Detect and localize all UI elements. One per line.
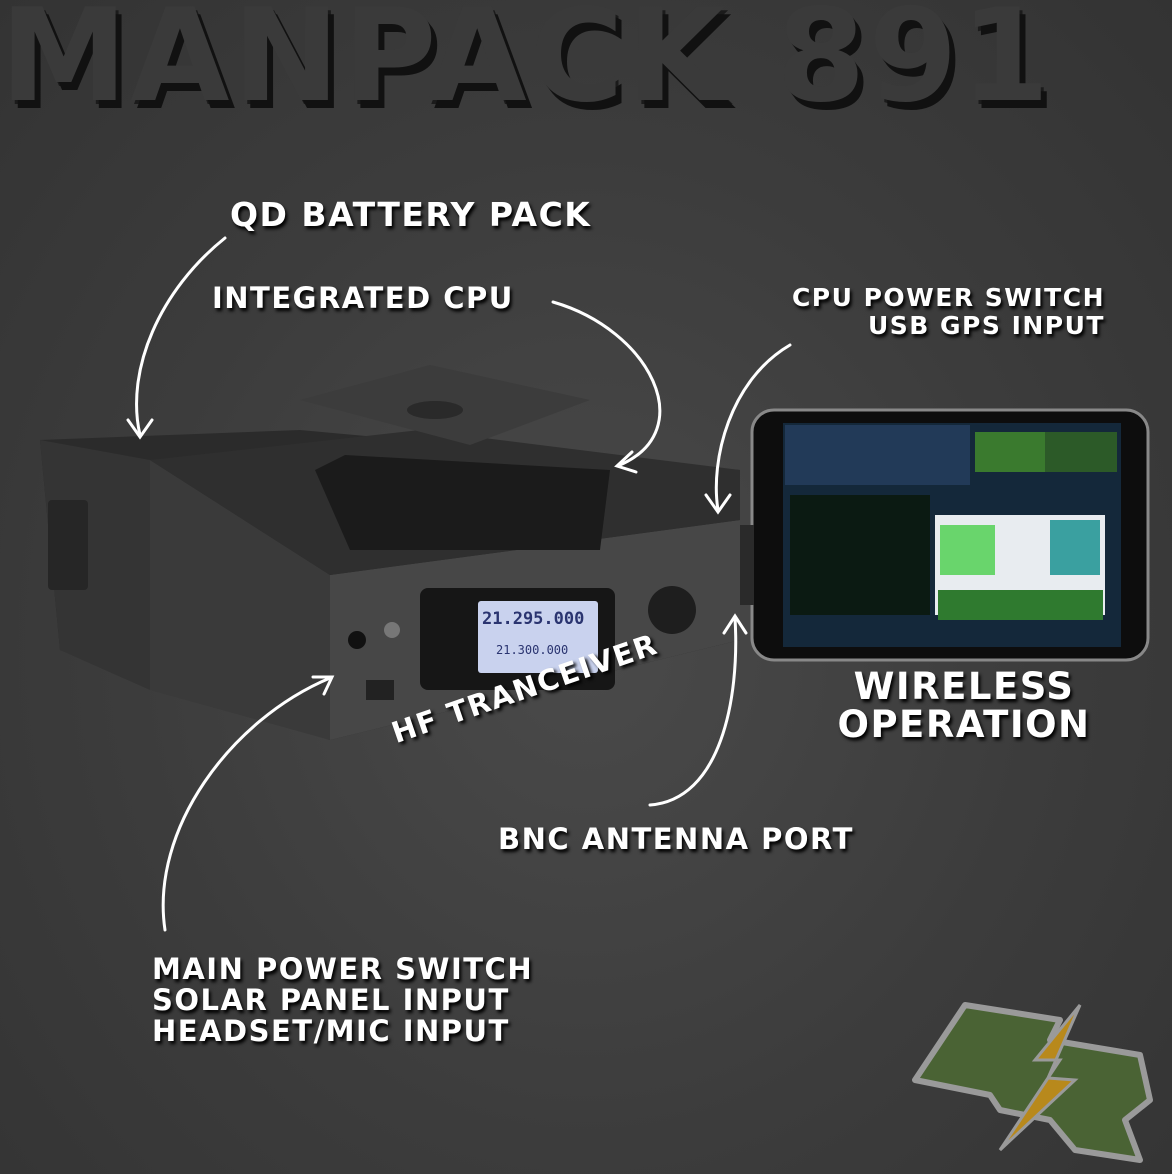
label-wireless: WIRELESS OPERATION xyxy=(836,668,1092,744)
callout-arrows xyxy=(126,236,792,932)
tablet xyxy=(740,408,1150,662)
label-main-power: MAIN POWER SWITCH xyxy=(152,952,534,986)
label-cpu-power-switch: CPU POWER SWITCH xyxy=(791,283,1105,312)
label-usb-gps: USB GPS INPUT xyxy=(867,311,1105,340)
label-headset: HEADSET/MIC INPUT xyxy=(152,1014,510,1048)
label-cpu: INTEGRATED CPU xyxy=(212,281,514,315)
label-main-power-group: MAIN POWER SWITCH SOLAR PANEL INPUT HEAD… xyxy=(152,954,533,1047)
page-title: MANPACK 891 xyxy=(0,0,1053,131)
label-battery: QD BATTERY PACK xyxy=(230,195,592,234)
manpack-device xyxy=(40,365,740,740)
label-solar: SOLAR PANEL INPUT xyxy=(152,983,510,1017)
label-bnc: BNC ANTENNA PORT xyxy=(498,822,854,856)
radio-sub-frequency: 21.300.000 xyxy=(496,643,569,657)
company-logo xyxy=(912,1002,1153,1163)
label-wireless-line2: OPERATION xyxy=(837,703,1091,746)
label-cpu-power: CPU POWER SWITCH USB GPS INPUT xyxy=(792,284,1105,340)
label-wireless-line1: WIRELESS xyxy=(853,665,1075,708)
radio-display: 21.295.000 21.300.000 xyxy=(478,601,598,673)
radio-frequency: 21.295.000 xyxy=(482,609,585,629)
